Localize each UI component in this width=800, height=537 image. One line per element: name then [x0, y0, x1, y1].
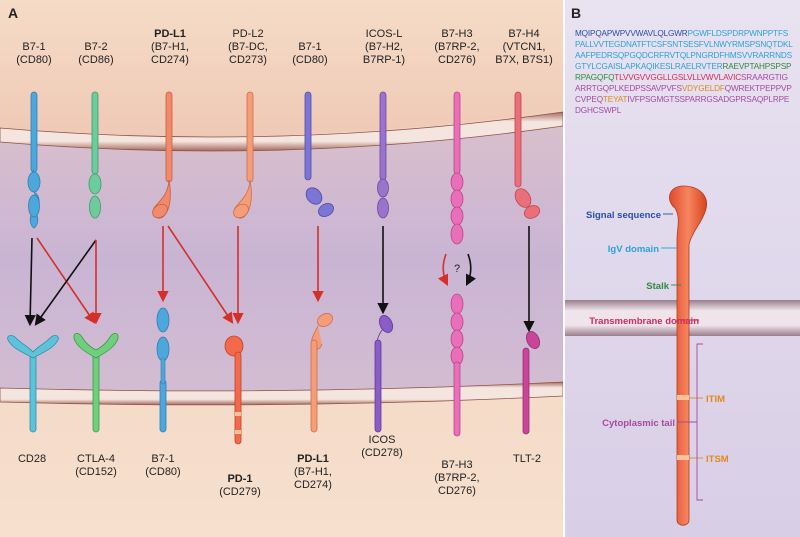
- sequence-segment: TLVVGVVGGLLGSLVLLVWVLAVIC: [614, 73, 741, 82]
- ligand-label-b7-h3: B7-H3(B7RP-2,CD276): [434, 28, 479, 66]
- label-itim: ITIM: [706, 394, 725, 405]
- pd-1-molecule: [669, 185, 707, 526]
- itsm-marker: [677, 455, 689, 460]
- ligand-label-icos-l: ICOS-L(B7-H2,B7RP-1): [363, 28, 405, 66]
- sequence-segment: TEYAT: [602, 95, 628, 104]
- panel-a: A: [0, 0, 563, 537]
- leader-lines: [661, 213, 703, 501]
- panel-b-letter: B: [571, 5, 581, 21]
- sequence-segment: RAEVPTAHPSPSPRPAGQFQ: [575, 62, 792, 82]
- ligand-icos-l-shape: [377, 91, 389, 219]
- receptor-b7-1-shape: [156, 307, 170, 433]
- sequence-segment: IVFPSGMGTSSPARRGSADGPRSAQPLRPEDGHCSWPL: [575, 95, 790, 115]
- label-igv-domain: IgV domain: [608, 244, 659, 255]
- receptor-label-pd-1: PD-1(CD279): [219, 473, 261, 498]
- label-stalk: Stalk: [646, 281, 669, 292]
- receptor-cd28-shape: [7, 335, 59, 433]
- sequence-segment: SRAARGTIGARRTGQPLKEDPSSAVPVFS: [575, 73, 788, 93]
- ligand-label-b7-2: B7-2(CD86): [78, 41, 113, 66]
- sequence-segment: PGWFLDSPDRPWNPPTFSPALLVVTEGDNATFTCSFSNTS…: [575, 29, 793, 71]
- amino-acid-sequence: MQIPQAPWPVVWAVLQLGWRPGWFLDSPDRPWNPPTFSPA…: [575, 28, 793, 116]
- label-itsm: ITSM: [706, 454, 729, 465]
- ligand-label-pd-l2: PD-L2(B7-DC,CD273): [228, 28, 268, 66]
- upper-membrane: [0, 111, 563, 152]
- sequence-segment: VDYGELDF: [681, 84, 725, 93]
- sequence-segment: QWREKTPEPPVPCVPEQ: [575, 84, 792, 104]
- receptor-ctla-4-shape: [73, 332, 119, 433]
- ligand-b7-2-shape: [88, 91, 102, 219]
- ligand-b7-h3-shape: [450, 91, 464, 245]
- panel-a-letter: A: [8, 5, 18, 21]
- receptor-label-b7-h3: B7-H3(B7RP-2,CD276): [434, 459, 479, 497]
- ligand-label-pd-l1: PD-L1(B7-H1,CD274): [151, 28, 189, 66]
- receptor-label-b7-1: B7-1(CD80): [145, 453, 180, 478]
- sequence-segment: MQIPQAPWPVVWAVLQLGWR: [575, 29, 688, 38]
- receptor-label-pd-l1: PD-L1(B7-H1,CD274): [294, 453, 332, 491]
- ligand-label-b7-1-violet: B7-1(CD80): [292, 41, 327, 66]
- receptor-pd-l1-shape: [310, 313, 333, 433]
- receptor-label-ctla-4: CTLA-4(CD152): [75, 453, 117, 478]
- label-signal-sequence: Signal sequence: [586, 210, 661, 221]
- unknown-mark: ?: [454, 263, 460, 275]
- panel-a-diagram: A: [0, 0, 563, 537]
- ligand-b7-1-shape: [27, 91, 41, 229]
- receptor-tlt-2-shape: [522, 331, 541, 435]
- interaction-arrows: [24, 225, 535, 333]
- receptor-label-icos: ICOS(CD278): [361, 434, 403, 459]
- receptor-pd-1-shape: [224, 335, 244, 445]
- panel-b-diagram: B Signal sequence IgV domain Stalk Trans…: [565, 0, 800, 537]
- panel-b: B Signal sequence IgV domain Stalk Trans…: [565, 0, 800, 537]
- ligand-b7-h4-shape: [514, 91, 541, 219]
- receptor-label-tlt-2: TLT-2: [513, 453, 541, 465]
- receptor-b7-h3-shape: [450, 293, 464, 437]
- receptor-icos-shape: [374, 315, 394, 433]
- ligand-pd-l2-shape: [233, 91, 254, 219]
- itim-marker: [677, 395, 689, 400]
- ligand-b7-1-violet-shape: [304, 91, 334, 217]
- receptor-label-cd28: CD28: [18, 453, 46, 465]
- ligand-label-b7-1: B7-1(CD80): [16, 41, 51, 66]
- label-transmembrane-domain: Transmembrane domain: [589, 316, 699, 327]
- ligand-pd-l1-shape: [152, 91, 173, 219]
- label-cytoplasmic-tail: Cytoplasmic tail: [602, 418, 675, 429]
- ligand-label-b7-h4: B7-H4(VTCN1,B7X, B7S1): [495, 28, 552, 66]
